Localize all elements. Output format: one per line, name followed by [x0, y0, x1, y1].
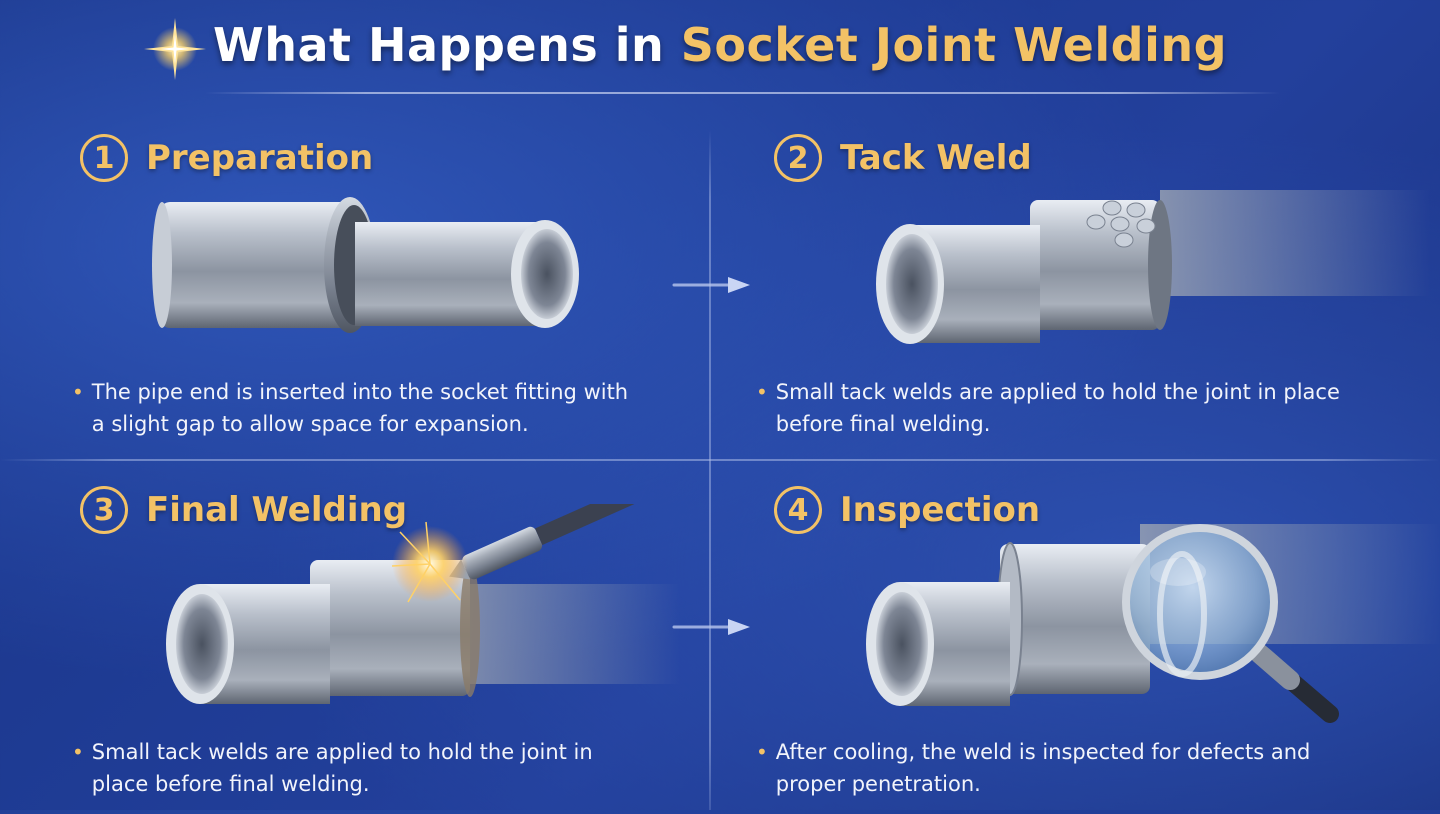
step-number-badge: 1 — [80, 134, 128, 182]
vertical-divider — [709, 130, 711, 810]
step-description-text: After cooling, the weld is inspected for… — [775, 740, 1311, 796]
step-description-text: Small tack welds are applied to hold the… — [775, 380, 1340, 436]
arrow-right-icon — [672, 619, 750, 635]
sparkle-icon — [144, 18, 206, 80]
step-number-badge: 4 — [774, 486, 822, 534]
step-title: Final Welding — [146, 490, 408, 530]
step-description-text: The pipe end is inserted into the socket… — [91, 380, 629, 436]
step-heading: 4 Inspection — [774, 486, 1040, 534]
inspection-illustration — [866, 524, 1440, 723]
step-panel-inspection: 4 Inspection • After cooling, the weld i… — [720, 464, 1440, 814]
step-description: • The pipe end is inserted into the sock… — [72, 376, 632, 440]
bullet-icon: • — [72, 380, 84, 404]
bullet-icon: • — [72, 740, 84, 764]
step-heading: 3 Final Welding — [80, 486, 407, 534]
step-heading: 2 Tack Weld — [774, 134, 1032, 182]
title-prefix: What Happens in — [212, 18, 681, 72]
step-panel-tack-weld: 2 Tack Weld • Small tack welds are appli… — [720, 110, 1440, 460]
bullet-icon: • — [756, 740, 768, 764]
tack-weld-illustration — [876, 190, 1430, 344]
step-title: Preparation — [146, 138, 374, 178]
step-title: Inspection — [840, 490, 1041, 530]
title-highlight: Socket Joint Welding — [680, 18, 1228, 72]
step-panel-final-welding: 3 Final Welding • Small tack welds — [0, 464, 720, 814]
bullet-icon: • — [756, 380, 768, 404]
final-welding-illustration — [166, 504, 680, 704]
step-description: • Small tack welds are applied to hold t… — [72, 736, 632, 800]
step-description: • After cooling, the weld is inspected f… — [756, 736, 1356, 800]
step-title: Tack Weld — [840, 138, 1032, 178]
step-number-badge: 3 — [80, 486, 128, 534]
arrow-right-icon — [672, 277, 750, 293]
step-number-badge: 2 — [774, 134, 822, 182]
step-panel-preparation: 1 Preparation • The pipe end is inserted… — [0, 110, 720, 460]
page-title: What Happens in Socket Joint Welding — [0, 18, 1440, 72]
step-description: • Small tack welds are applied to hold t… — [756, 376, 1356, 440]
step-description-text: Small tack welds are applied to hold the… — [91, 740, 593, 796]
pipe-socket-illustration — [152, 197, 579, 333]
title-divider — [205, 92, 1280, 94]
horizontal-divider — [0, 459, 1440, 461]
step-heading: 1 Preparation — [80, 134, 373, 182]
